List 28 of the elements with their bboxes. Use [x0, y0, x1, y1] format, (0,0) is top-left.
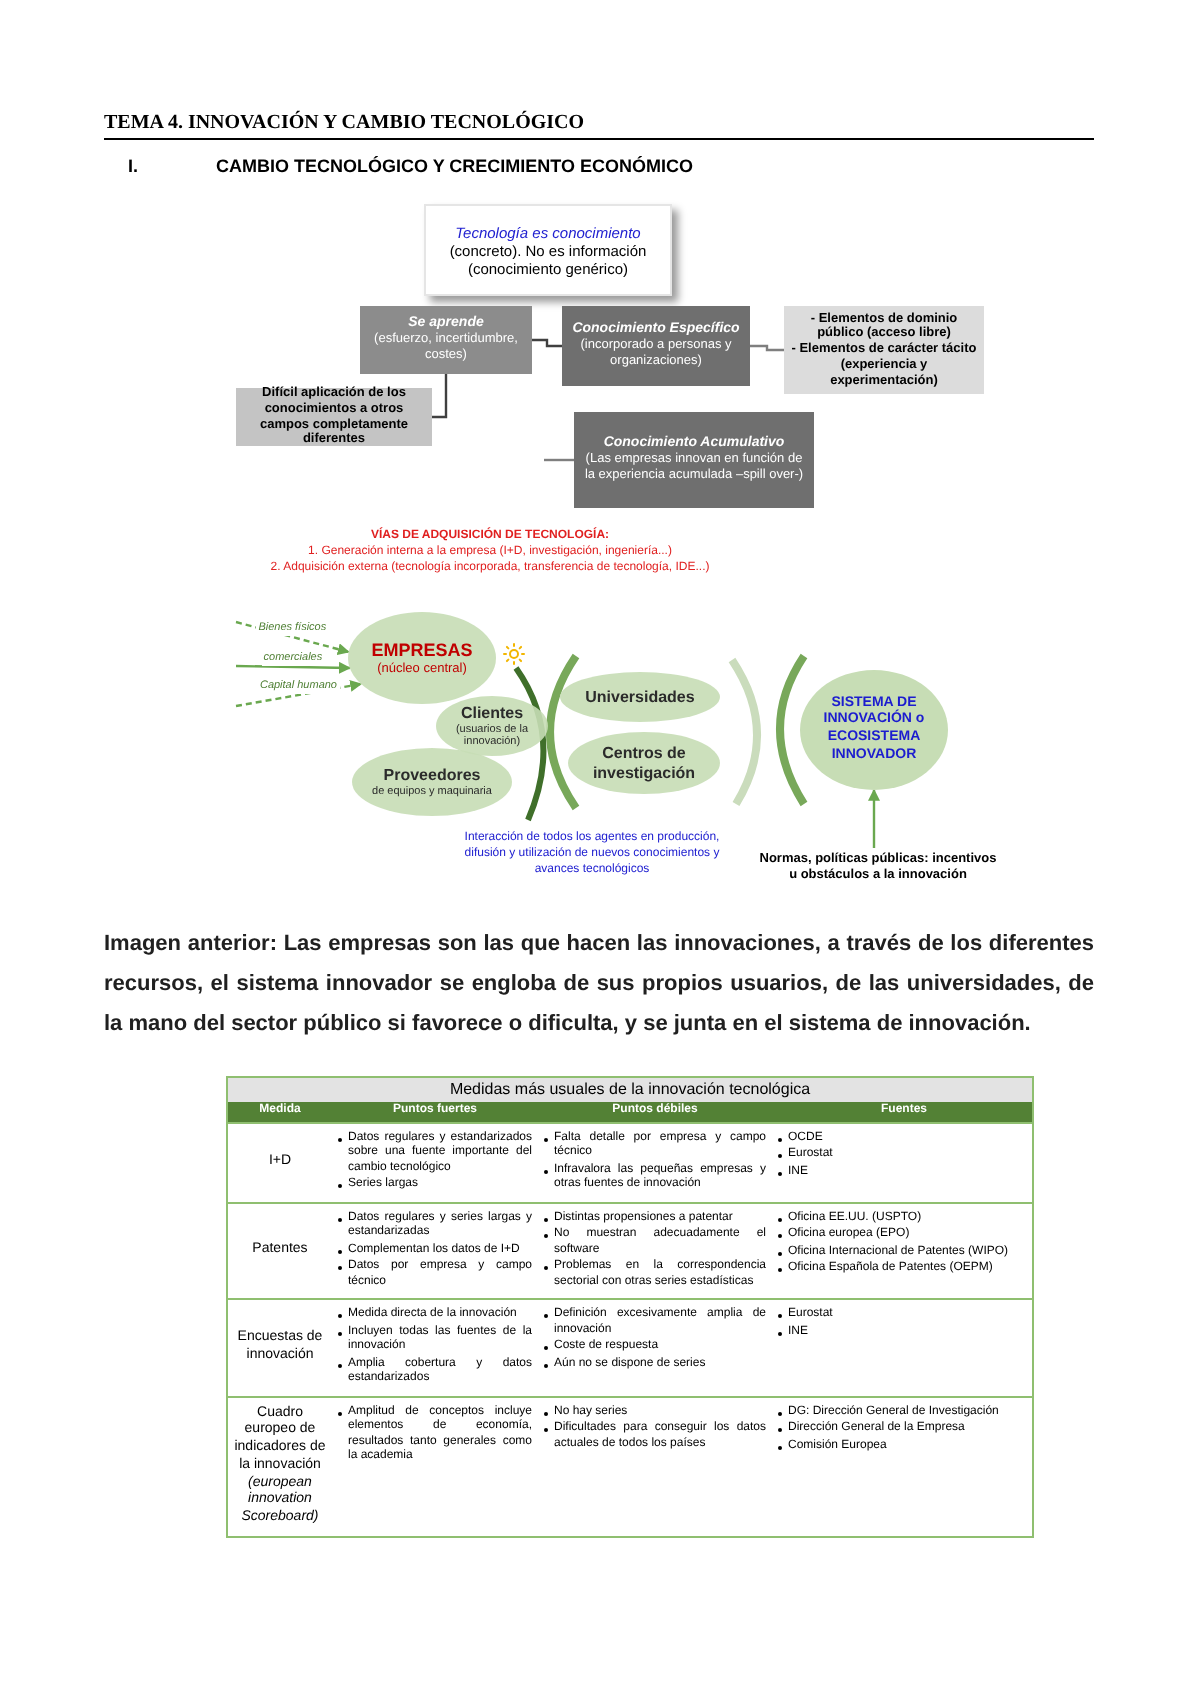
connector-line: [544, 458, 574, 462]
connector-line: [432, 374, 448, 419]
process-box: [562, 306, 750, 386]
arrow: [235, 620, 350, 655]
table-title: Medidas más usuales de la innovación tecnológica: [228, 1078, 1032, 1102]
node-text: Universidades: [585, 687, 695, 707]
ellipse-node: [560, 672, 720, 722]
section-number: I.: [128, 154, 139, 180]
arrow: [868, 788, 880, 848]
ellipse-node: [568, 732, 720, 794]
note-box: [784, 306, 984, 394]
connector-line: [750, 344, 784, 352]
ellipse-node: [800, 670, 948, 790]
node-heading: Proveedores: [383, 766, 481, 786]
section-heading: CAMBIO TECNOLÓGICO Y CRECIMIENTO ECONÓMICO: [216, 154, 694, 180]
note-box: [236, 388, 432, 446]
process-box: [360, 306, 532, 374]
node-text: Centros de investigación: [590, 743, 698, 783]
arrow: [235, 661, 351, 674]
connector-line: [532, 338, 562, 348]
ellipse-node: [436, 696, 548, 756]
paragraph: Imagen anterior: Las empresas son las que hacen las innovaciones, a través de los diferentes recursos, el sistema innovador se engloba de sus propios usuarios, de las universidades, de la mano del sector público si favorece o dificulta, y se junta en el sistema de innovación.: [104, 930, 1094, 1040]
page-title: TEMA 4. INNOVACIÓN Y CAMBIO TECNOLÓGICO: [104, 108, 585, 138]
node-heading: Clientes: [460, 704, 524, 724]
process-box: [574, 412, 814, 508]
node-heading: EMPRESAS: [371, 639, 473, 661]
ellipse-node: [348, 612, 496, 704]
callout-box: [424, 204, 672, 296]
